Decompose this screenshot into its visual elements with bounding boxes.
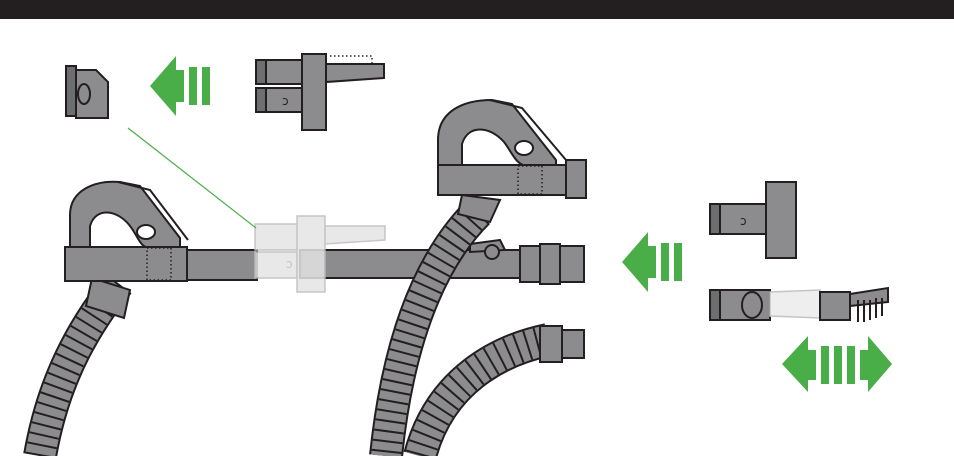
adapter-part — [66, 66, 108, 118]
extension-tool — [710, 288, 888, 322]
middle-hose-2 — [420, 326, 584, 456]
svg-text:ↄ: ↄ — [740, 214, 747, 228]
dusting-tool-top: ↄ — [256, 54, 384, 130]
arrow-left-icon-1 — [150, 56, 210, 116]
trigger-icon — [137, 225, 155, 239]
arrow-left-right-icon — [782, 336, 892, 392]
arrow-left-icon-2 — [622, 232, 682, 292]
trigger-icon — [515, 141, 533, 155]
middle-handle — [438, 100, 586, 222]
svg-text:ↄ: ↄ — [286, 257, 293, 271]
dusting-tool-right: ↄ — [710, 182, 796, 258]
svg-text:ↄ: ↄ — [282, 94, 289, 108]
